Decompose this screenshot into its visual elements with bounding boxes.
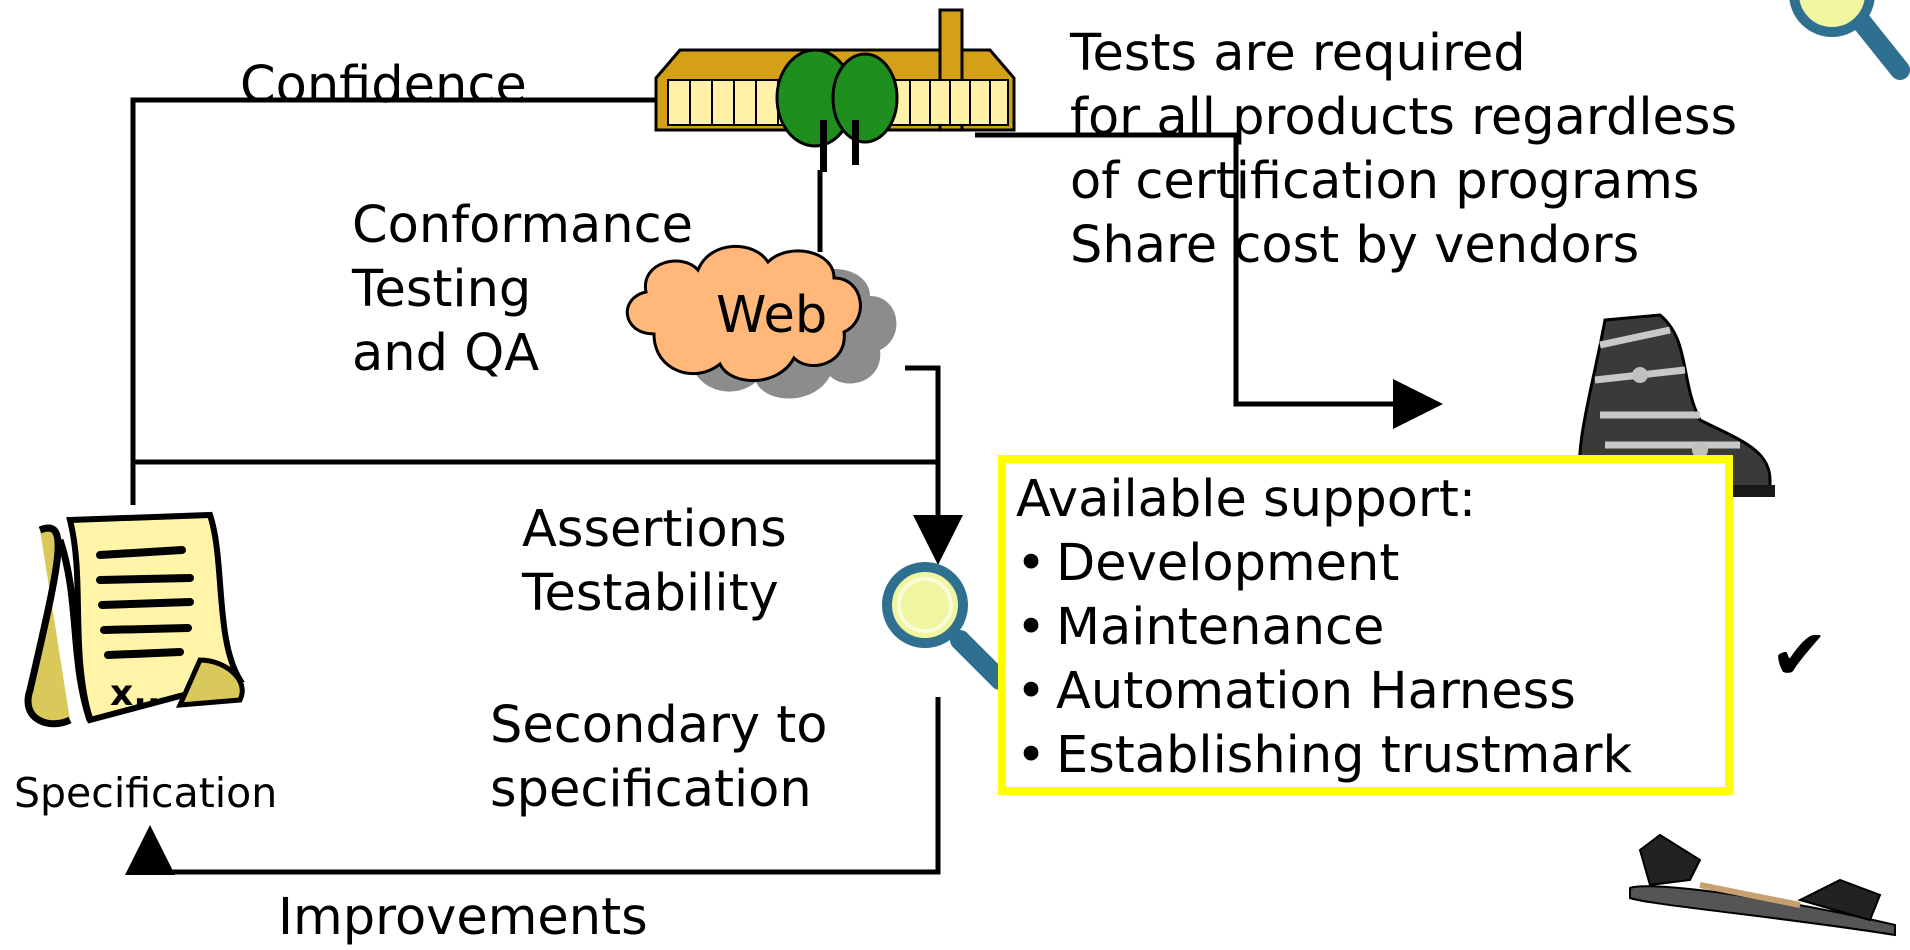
connector-lines bbox=[125, 97, 1705, 875]
secondary-to-specification-label: Secondary to specification bbox=[490, 696, 828, 819]
available-support-title: Available support: bbox=[1016, 470, 1477, 529]
checkmark-icon: ✔ bbox=[1770, 614, 1829, 696]
magnifying-glass-icon bbox=[882, 562, 1010, 690]
cloud-to-assertions-arrow bbox=[905, 365, 963, 565]
available-support-box bbox=[998, 455, 1733, 795]
conformance-testing-label: Conformance Testing and QA bbox=[352, 196, 694, 383]
magnifying-glass-icon bbox=[1789, 0, 1910, 80]
bullet-icon: • bbox=[1016, 662, 1047, 721]
specification-label: Specification bbox=[14, 769, 278, 817]
improvements-arrow bbox=[125, 697, 941, 875]
list-item: •Development bbox=[1016, 532, 1632, 596]
bullet-icon: • bbox=[1016, 726, 1047, 785]
assertions-testability-label: Assertions Testability bbox=[522, 500, 787, 623]
specification-document-icon: x.. bbox=[24, 511, 245, 728]
bullet-icon: • bbox=[1016, 534, 1047, 593]
improvements-label: Improvements bbox=[278, 888, 648, 947]
list-item: •Automation Harness bbox=[1016, 660, 1632, 724]
confidence-loop-line bbox=[130, 97, 660, 505]
ski-binding-icon bbox=[1629, 833, 1896, 937]
bullet-icon: • bbox=[1016, 598, 1047, 657]
list-item: •Maintenance bbox=[1016, 596, 1632, 660]
building-to-vendors-arrow bbox=[975, 132, 1443, 429]
svg-text:x..: x.. bbox=[110, 673, 161, 714]
cloud-icon bbox=[626, 244, 897, 399]
web-label: Web bbox=[716, 286, 828, 345]
list-item: •Establishing trustmark bbox=[1016, 724, 1632, 788]
building-with-trees-icon bbox=[654, 8, 1016, 172]
available-support-list: •Development •Maintenance •Automation Ha… bbox=[1016, 532, 1632, 788]
confidence-label: Confidence bbox=[240, 56, 527, 115]
tests-required-note: Tests are required for all products rega… bbox=[1070, 24, 1738, 275]
